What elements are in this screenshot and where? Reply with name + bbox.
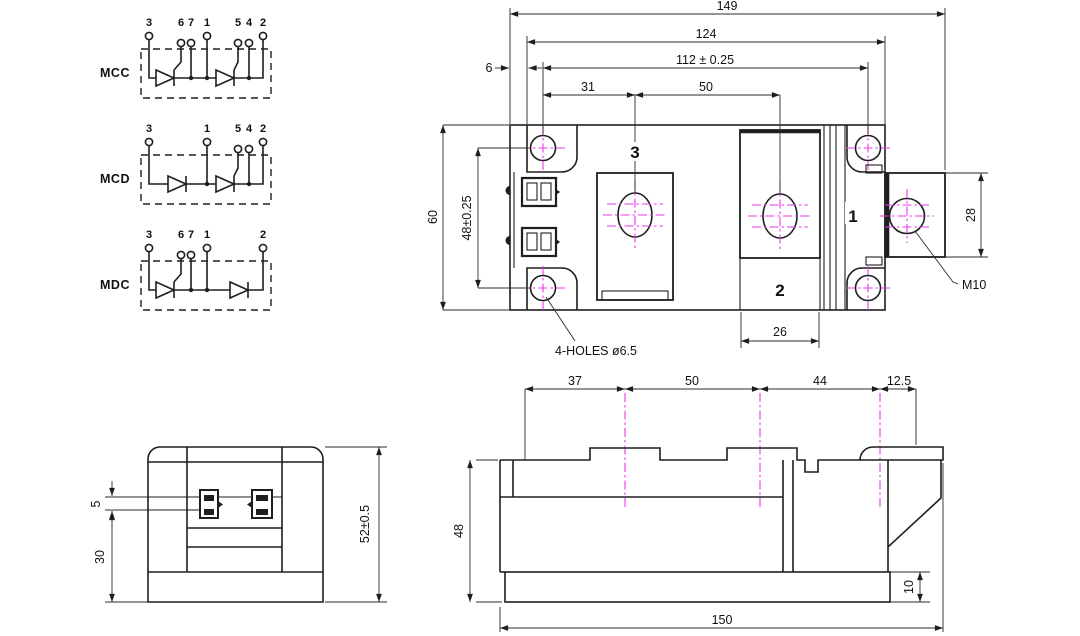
mdc-pin7-label: 7 xyxy=(188,229,194,241)
dim-tab-height: 28 xyxy=(964,208,978,222)
dim-seg1: 37 xyxy=(568,374,582,388)
dim-front-overall-height: 52±0.5 xyxy=(358,505,372,543)
terminal-3-pad xyxy=(596,172,674,301)
mcd-pin5-label: 5 xyxy=(235,123,241,135)
mcd-schematic: MCD 3 1 5 4 2 xyxy=(100,123,272,205)
dim-lower-height: 30 xyxy=(93,550,107,564)
mcc-gate-leads xyxy=(173,47,239,71)
mcc-terminal-circles xyxy=(144,31,268,48)
mdc-diode-2 xyxy=(229,280,250,300)
front-view-dimensions: 5 30 52±0.5 xyxy=(89,446,387,603)
left-edge-tab-lower xyxy=(505,236,510,245)
mcc-pin7-label: 7 xyxy=(188,17,194,29)
mcd-pin1-label: 1 xyxy=(204,123,210,135)
front-gate-connector-right xyxy=(247,489,273,519)
hole-centerlines xyxy=(521,126,890,310)
schematics-panel: MCC 3 6 7 1 5 4 2 MCD xyxy=(100,17,272,311)
dim-tab-pitch: 5 xyxy=(89,500,103,507)
dim-overall-length: 150 xyxy=(712,613,733,627)
mdc-schematic: MDC 3 6 7 1 2 xyxy=(100,229,272,311)
terminal-3-label: 3 xyxy=(630,143,639,162)
mcd-gate-lead xyxy=(233,153,239,177)
gate-connector-lower xyxy=(520,226,560,258)
mdc-pin1-label: 1 xyxy=(204,229,210,241)
mcd-pin4-label: 4 xyxy=(246,123,253,135)
dim-t3-to-t2: 50 xyxy=(699,80,713,94)
dim-edge-offset: 6 xyxy=(486,61,493,75)
front-gate-connector-left xyxy=(199,489,223,519)
mdc-pin6-label: 6 xyxy=(178,229,184,241)
top-view-dimensions: 149 124 112 ± 0.25 6 31 50 60 48±0.25 26 xyxy=(426,0,988,358)
mcc-thyristor-2 xyxy=(215,68,236,88)
holes-note-label: 4-HOLES ø6.5 xyxy=(555,344,637,358)
dim-seg2: 50 xyxy=(685,374,699,388)
mcc-pin1-label: 1 xyxy=(204,17,210,29)
left-edge-tab-upper xyxy=(505,186,510,195)
mcd-label: MCD xyxy=(100,172,130,186)
mdc-wiring xyxy=(148,252,264,291)
mdc-module-boundary xyxy=(140,260,272,311)
corner-block-bottom-left xyxy=(526,267,578,310)
mcc-schematic: MCC 3 6 7 1 5 4 2 xyxy=(100,17,272,99)
terminal-2-label: 2 xyxy=(775,281,784,300)
module-body-outline xyxy=(509,124,886,311)
corner-block-top-right xyxy=(846,125,885,173)
dim-overall-width: 149 xyxy=(717,0,738,13)
dim-overall-height: 60 xyxy=(426,210,440,224)
right-edge-ribs xyxy=(823,125,846,310)
terminal-1-label: 1 xyxy=(848,207,857,226)
mdc-gate-lead xyxy=(173,259,182,283)
top-view: 3 2 1 149 124 11 xyxy=(426,0,988,358)
dim-body-height: 48 xyxy=(452,524,466,538)
mdc-label: MDC xyxy=(100,278,130,292)
side-view: 37 50 44 12.5 48 10 150 xyxy=(452,374,944,632)
side-profile xyxy=(499,446,944,603)
dim-seg3: 44 xyxy=(813,374,827,388)
mcc-thyristor-1 xyxy=(155,68,176,88)
dim-seg4: 12.5 xyxy=(887,374,911,388)
corner-block-bottom-right xyxy=(846,267,885,310)
mdc-thyristor-1 xyxy=(155,280,176,300)
bolt-size-label: M10 xyxy=(962,278,986,292)
mdc-pin3-label: 3 xyxy=(146,229,152,241)
mcc-module-boundary xyxy=(140,48,272,99)
front-profile xyxy=(147,446,324,603)
dim-hole-span-width: 112 ± 0.25 xyxy=(676,53,734,67)
baseplate xyxy=(504,571,891,603)
mounting-holes xyxy=(521,126,890,310)
dim-body-width: 124 xyxy=(696,27,717,41)
mdc-terminal-circles xyxy=(144,243,268,260)
mcd-terminal-circles xyxy=(144,137,268,154)
mdc-pin2-label: 2 xyxy=(260,229,266,241)
gate-connector-upper xyxy=(520,176,560,208)
front-view: 5 30 52±0.5 xyxy=(89,446,387,603)
side-view-dimensions: 37 50 44 12.5 48 10 150 xyxy=(452,374,944,632)
mcd-diode-1 xyxy=(167,174,188,194)
mcd-pin2-label: 2 xyxy=(260,123,266,135)
dim-pad-width: 26 xyxy=(773,325,787,339)
side-view-centerlines xyxy=(624,393,881,507)
mcc-label: MCC xyxy=(100,66,130,80)
mcd-pin3-label: 3 xyxy=(146,123,152,135)
dim-hole-span-height: 48±0.25 xyxy=(460,195,474,240)
dim-base-thickness: 10 xyxy=(902,580,916,594)
mcd-thyristor-2 xyxy=(215,174,236,194)
dim-t3-offset: 31 xyxy=(581,80,595,94)
mcd-module-boundary xyxy=(140,154,272,205)
terminal-1-tab xyxy=(865,164,946,266)
corner-block-top-left xyxy=(526,125,578,173)
mcc-pin3-label: 3 xyxy=(146,17,152,29)
mcc-pin2-label: 2 xyxy=(260,17,266,29)
mcc-pin5-label: 5 xyxy=(235,17,241,29)
mcc-pin4-label: 4 xyxy=(246,17,253,29)
mcc-pin6-label: 6 xyxy=(178,17,184,29)
